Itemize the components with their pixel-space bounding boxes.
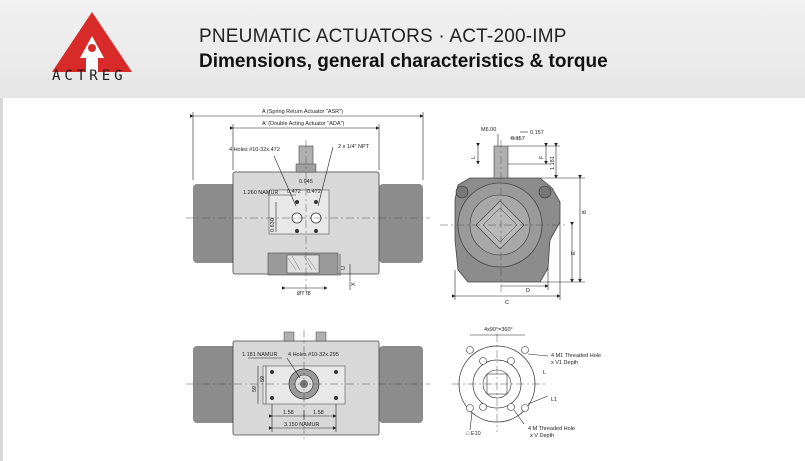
front-namur-label: 1.260 NAMUR xyxy=(243,190,278,196)
dim-a-label: A (Spring Return Actuator "ASR") xyxy=(262,109,343,115)
technical-drawing: A (Spring Return Actuator "ASR") A' (Dou… xyxy=(186,109,601,440)
flange-view: 4x90°=360° 4 M1 Threaded Hole x V1 Depth… xyxy=(452,327,601,439)
side-0157b-label: 0.157 xyxy=(530,130,544,136)
front-npt-label: 2 x 1/4" NPT xyxy=(338,144,370,150)
front-0472b-label: 0.472 xyxy=(307,189,321,195)
bottom-158a-label: 1.58 xyxy=(283,410,294,416)
flange-e10-label: □ E10 xyxy=(466,431,481,437)
flange-l-label: L xyxy=(543,370,546,376)
side-c-label: C xyxy=(505,300,509,306)
front-0630-label: 0.630 xyxy=(270,218,276,232)
side-view: M6.00 0.157 0.157 1.181 L F B E D C xyxy=(440,127,588,306)
page-header: ACTREG PNEUMATIC ACTUATORS · ACT-200-IMP… xyxy=(0,0,805,98)
flange-v1-label: x V1 Depth xyxy=(551,360,578,366)
side-d-label: D xyxy=(526,288,530,294)
bottom-158b-label: 1.58 xyxy=(313,410,324,416)
side-m6-label: M6.00 xyxy=(481,127,496,133)
bottom-view: 1.181 NAMUR 4 Holes #10-32x.295 59 59 1.… xyxy=(186,330,430,440)
bottom-namur2-label: 3.150 NAMUR xyxy=(284,422,319,428)
bottom-holes-label: 4 Holes #10-32x.295 xyxy=(288,352,339,358)
front-view: A (Spring Return Actuator "ASR") A' (Dou… xyxy=(186,109,430,297)
flange-m-label: 4 M Threaded Hole xyxy=(528,426,575,432)
bottom-59b-label: 59 xyxy=(260,376,266,382)
front-shaft-dia-label: ØT f8 xyxy=(297,291,311,297)
bottom-namur-label: 1.181 NAMUR xyxy=(242,352,277,358)
front-0945-label: 0.945 xyxy=(299,179,313,185)
front-end-caps xyxy=(193,184,423,263)
front-u-label: U xyxy=(341,266,347,270)
front-0472a-label: 0.472 xyxy=(287,189,301,195)
bottom-59a-label: 59 xyxy=(252,386,258,392)
side-0157a-label: 0.157 xyxy=(511,136,525,142)
side-f-label: F xyxy=(539,155,545,159)
side-e-label: E xyxy=(571,251,577,255)
flange-angle-label: 4x90°=360° xyxy=(484,327,513,333)
page-title: PNEUMATIC ACTUATORS · ACT-200-IMP xyxy=(199,26,567,47)
flange-m1-label: 4 M1 Threaded Hole xyxy=(551,353,601,359)
flange-v-label: x V Depth xyxy=(530,433,554,439)
side-b-label: B xyxy=(582,210,588,214)
side-l-label: L xyxy=(471,156,477,159)
page-subtitle: Dimensions, general characteristics & to… xyxy=(199,51,608,72)
logo-wordmark: ACTREG xyxy=(52,68,127,84)
side-1181-label: 1.181 xyxy=(550,156,556,170)
actreg-logo xyxy=(52,12,132,72)
flange-l1-label: L1 xyxy=(551,397,557,403)
dim-a-prime-label: A' (Double Acting Actuator "ADA") xyxy=(262,121,344,127)
front-holes-label: 4 Holes #10-32x.472 xyxy=(229,147,280,153)
page-left-rule xyxy=(0,98,3,461)
front-x-label: X xyxy=(351,282,357,286)
